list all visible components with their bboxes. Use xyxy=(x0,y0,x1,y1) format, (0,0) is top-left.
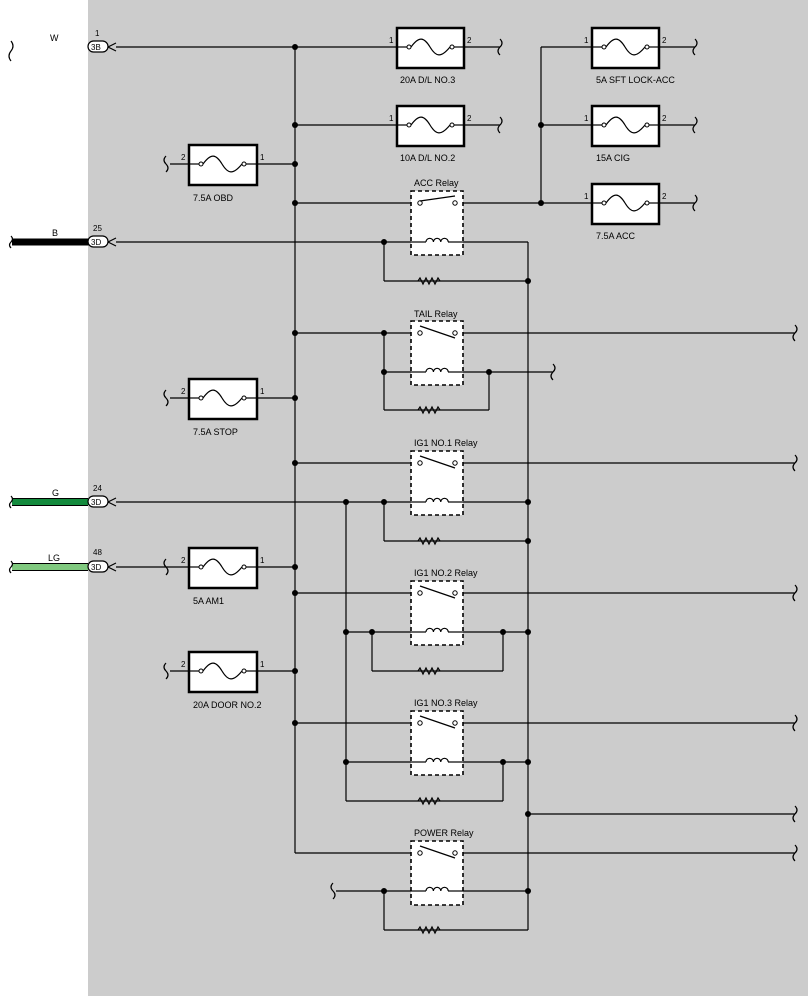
fuse-label: 15A CIG xyxy=(596,153,630,163)
fuse-label: 10A D/L NO.2 xyxy=(400,153,455,163)
fuse-pin-right: 2 xyxy=(467,114,472,123)
pin-number: 1 xyxy=(95,29,100,38)
wire-color-label-w: W xyxy=(50,33,59,43)
fuse-pin-right: 2 xyxy=(662,192,667,201)
fuse-label: 5A AM1 xyxy=(193,596,224,606)
connector-3d-pin-24: 24 3D xyxy=(87,484,117,508)
wire-color-label-b: B xyxy=(52,228,58,238)
connector-code: 3D xyxy=(91,563,101,572)
fuse-7-5a-obd: 2 1 7.5A OBD xyxy=(181,143,265,203)
fuse-label: 7.5A STOP xyxy=(193,427,238,437)
fuse-pin-left: 1 xyxy=(389,36,394,45)
fuse-pin-left: 2 xyxy=(181,556,186,565)
fuse-pin-left: 1 xyxy=(584,192,589,201)
fuse-5a-sft-lock-acc: 1 2 5A SFT LOCK-ACC xyxy=(584,26,675,85)
input-wire-lg: LG xyxy=(8,553,88,574)
wire-color-label-g: G xyxy=(52,488,59,498)
relay-label: IG1 NO.2 Relay xyxy=(414,568,478,578)
relay-label: ACC Relay xyxy=(414,178,459,188)
fuse-label: 7.5A OBD xyxy=(193,193,234,203)
fuse-pin-right: 1 xyxy=(260,660,265,669)
input-wire-g: G xyxy=(8,488,88,509)
fuse-10a-dl-no2: 1 2 10A D/L NO.2 xyxy=(389,104,472,163)
fuse-15a-cig: 1 2 15A CIG xyxy=(584,104,667,163)
input-wire-b: B xyxy=(8,228,88,249)
input-wire-w: W xyxy=(8,33,59,62)
relay-ig1-no1: IG1 NO.1 Relay xyxy=(410,438,478,546)
fuse-7-5a-stop: 2 1 7.5A STOP xyxy=(181,377,265,437)
relay-label: IG1 NO.3 Relay xyxy=(414,698,478,708)
fuse-pin-right: 1 xyxy=(260,153,265,162)
fuse-label: 20A D/L NO.3 xyxy=(400,75,455,85)
fuse-7-5a-acc: 1 2 7.5A ACC xyxy=(584,182,667,241)
fuse-pin-right: 2 xyxy=(662,36,667,45)
relay-label: POWER Relay xyxy=(414,828,474,838)
fuse-pin-right: 2 xyxy=(467,36,472,45)
continuation-marks xyxy=(163,38,798,900)
relay-ig1-no3: IG1 NO.3 Relay xyxy=(410,698,478,806)
fuse-pin-right: 1 xyxy=(260,556,265,565)
connector-code: 3D xyxy=(91,498,101,507)
fuse-pin-right: 1 xyxy=(260,387,265,396)
connector-code: 3B xyxy=(91,43,101,52)
junction-dots xyxy=(292,44,544,894)
wire-color-label-lg: LG xyxy=(48,553,60,563)
fuse-pin-left: 1 xyxy=(584,114,589,123)
fuse-20a-door-no2: 2 1 20A DOOR NO.2 xyxy=(181,650,265,710)
relay-power: POWER Relay xyxy=(410,828,474,935)
relay-tail: TAIL Relay xyxy=(410,309,464,415)
fuse-pin-left: 1 xyxy=(389,114,394,123)
connector-3d-pin-48: 48 3D xyxy=(87,548,117,573)
fuse-pin-left: 2 xyxy=(181,387,186,396)
fuse-label: 5A SFT LOCK-ACC xyxy=(596,75,675,85)
connector-code: 3D xyxy=(91,238,101,247)
relay-ig1-no2: IG1 NO.2 Relay xyxy=(410,568,478,676)
relay-label: IG1 NO.1 Relay xyxy=(414,438,478,448)
fuse-label: 20A DOOR NO.2 xyxy=(193,700,262,710)
fuse-pin-left: 2 xyxy=(181,660,186,669)
pin-number: 48 xyxy=(93,548,102,557)
pin-number: 25 xyxy=(93,224,102,233)
relay-label: TAIL Relay xyxy=(414,309,458,319)
fuse-label: 7.5A ACC xyxy=(596,231,636,241)
relay-acc: ACC Relay xyxy=(410,178,464,286)
connector-3d-pin-25: 25 3D xyxy=(87,224,117,248)
pin-number: 24 xyxy=(93,484,102,493)
fuse-5a-am1: 2 1 5A AM1 xyxy=(181,546,265,606)
fuse-pin-left: 1 xyxy=(584,36,589,45)
connector-3b-pin-1: 1 3B xyxy=(87,29,117,53)
fuse-pin-right: 2 xyxy=(662,114,667,123)
fuse-20a-dl-no3: 1 2 20A D/L NO.3 xyxy=(389,26,472,85)
fuse-pin-left: 2 xyxy=(181,153,186,162)
